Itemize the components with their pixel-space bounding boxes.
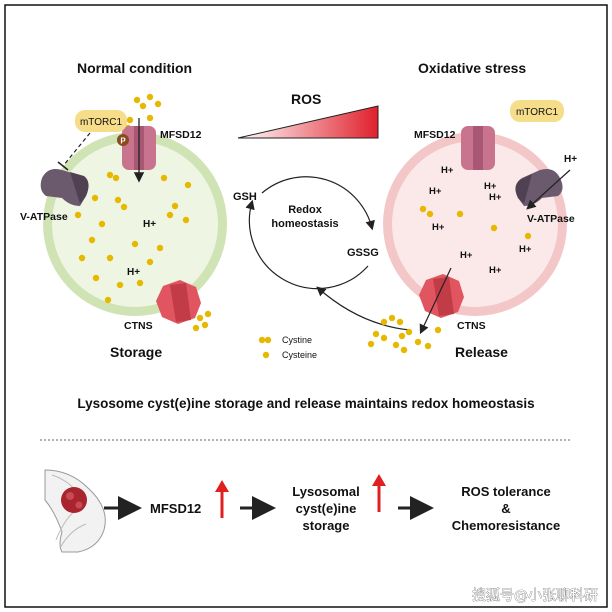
release-vatpase-label: V-ATPase xyxy=(527,213,575,225)
storage-ctns-transporter xyxy=(156,280,201,324)
phosphate-label: P xyxy=(120,137,126,146)
storage-vatpase-label: V-ATPase xyxy=(20,211,68,223)
gsh-label: GSH xyxy=(233,191,257,203)
redox-label-line2: homeostasis xyxy=(271,218,338,230)
flow-storage-line3: storage xyxy=(303,518,350,533)
legend-cystine-dot-b xyxy=(264,336,272,344)
ros-gradient-wedge xyxy=(237,105,379,139)
normal-condition-title: Normal condition xyxy=(77,60,192,76)
storage-ctns-label: CTNS xyxy=(124,320,153,332)
inhibition-bar xyxy=(57,161,69,171)
legend-cystine-dot-a xyxy=(258,336,266,344)
release-caption: Release xyxy=(455,344,508,360)
ctns-efflux-arrow xyxy=(419,267,452,335)
proton-influx-arrow xyxy=(526,169,571,210)
ros-label: ROS xyxy=(291,91,321,107)
release-h-label-5: H+ xyxy=(432,222,445,233)
storage-mtorc1-box xyxy=(75,110,127,132)
release-h-label-6: H+ xyxy=(460,250,473,261)
watermark: 搜狐号@小张聊科研 xyxy=(472,588,598,604)
release-h-outside: H+ xyxy=(564,154,577,165)
release-mtorc1-box xyxy=(510,100,564,122)
released-cystine-dots xyxy=(367,314,442,354)
storage-vatpase xyxy=(40,169,89,206)
cycle-arrow-top xyxy=(261,176,375,231)
release-mfsd12-label: MFSD12 xyxy=(414,129,456,141)
storage-up-arrow-head xyxy=(372,474,386,486)
storage-caption: Storage xyxy=(110,344,162,360)
release-h-label-7: H+ xyxy=(519,244,532,255)
oxidative-stress-title: Oxidative stress xyxy=(418,60,526,76)
gssg-label: GSSG xyxy=(347,247,379,259)
release-cystine-dots xyxy=(419,205,532,240)
storage-lumen xyxy=(52,141,218,307)
release-ctns-label: CTNS xyxy=(457,320,486,332)
summary-sentence: Lysosome cyst(e)ine storage and release … xyxy=(77,396,534,411)
legend-cystine-label: Cystine xyxy=(282,335,312,345)
legend-cysteine-label: Cysteine xyxy=(282,350,317,360)
flow-outcome-line2: & xyxy=(501,501,510,516)
storage-cystine-dots xyxy=(74,171,212,332)
release-vatpase xyxy=(515,169,563,206)
release-ctns-transporter xyxy=(419,274,464,318)
phosphate-badge xyxy=(117,134,129,146)
release-h-label-4: H+ xyxy=(489,192,502,203)
storage-mfsd12-label: MFSD12 xyxy=(160,129,202,141)
release-mtorc1-label: mTORC1 xyxy=(516,107,558,118)
storage-h-label-1: H+ xyxy=(143,219,156,230)
flow-outcome-line3: Chemoresistance xyxy=(452,518,560,533)
legend-cysteine-dot xyxy=(262,351,270,359)
flow-storage-line2: cyst(e)ine xyxy=(296,501,357,516)
cycle-arrow-bottom xyxy=(245,199,369,290)
inhibition-line xyxy=(62,132,91,167)
breast-tumor-illustration xyxy=(44,469,106,553)
storage-lysosome xyxy=(43,132,227,316)
release-h-label-2: H+ xyxy=(429,186,442,197)
release-h-label-1: H+ xyxy=(441,165,454,176)
release-mfsd12-transporter xyxy=(461,126,495,170)
flow-outcome-line1: ROS tolerance xyxy=(461,484,551,499)
release-lysosome xyxy=(383,132,567,316)
release-h-label-8: H+ xyxy=(489,265,502,276)
storage-mfsd12-transporter xyxy=(122,118,156,183)
mfsd12-up-arrow-head xyxy=(215,480,229,492)
flow-storage-line1: Lysosomal xyxy=(292,484,359,499)
flow-mfsd12-label: MFSD12 xyxy=(150,501,201,516)
release-to-cycle-arrow xyxy=(316,286,411,331)
storage-h-label-2: H+ xyxy=(127,267,140,278)
release-h-label-3: H+ xyxy=(484,181,497,192)
storage-mtorc1-label: mTORC1 xyxy=(80,117,122,128)
redox-label-line1: Redox xyxy=(288,204,323,216)
